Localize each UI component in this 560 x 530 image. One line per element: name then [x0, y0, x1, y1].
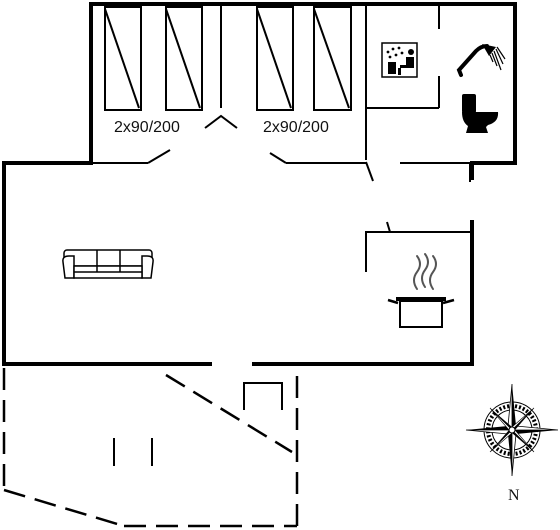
cooking-pot-icon: [387, 253, 455, 328]
shower-icon: [456, 44, 506, 77]
door-right-bedroom: [269, 152, 287, 164]
bed-1: [104, 6, 142, 111]
north-label: N: [508, 487, 520, 504]
wall-north-west: [89, 2, 517, 165]
door-swings: [147, 114, 471, 233]
door-kitchen: [386, 221, 391, 233]
door-double-center: [204, 114, 238, 129]
wall-south-east: [252, 220, 474, 366]
bed-3: [256, 6, 294, 111]
wall-kitchen: [365, 231, 472, 272]
door-sauna: [365, 161, 374, 182]
interior-walls: [91, 6, 472, 272]
terrace-furniture: [113, 382, 283, 466]
bed-4: [313, 6, 352, 111]
bed-label-right: 2x90/200: [263, 119, 329, 136]
exterior-walls: [2, 2, 517, 366]
compass-rose-icon: [465, 383, 559, 477]
door-left-bedroom: [147, 149, 171, 164]
toilet-icon: [462, 94, 499, 133]
beds: [104, 6, 352, 111]
bed-label-left: 2x90/200: [114, 119, 180, 136]
sofa-icon: [62, 249, 154, 279]
wall-west: [2, 161, 212, 366]
terrace-outline: [2, 368, 299, 528]
bed-2: [165, 6, 203, 111]
sauna-icon: [381, 42, 418, 78]
outdoor-step: [243, 382, 283, 410]
